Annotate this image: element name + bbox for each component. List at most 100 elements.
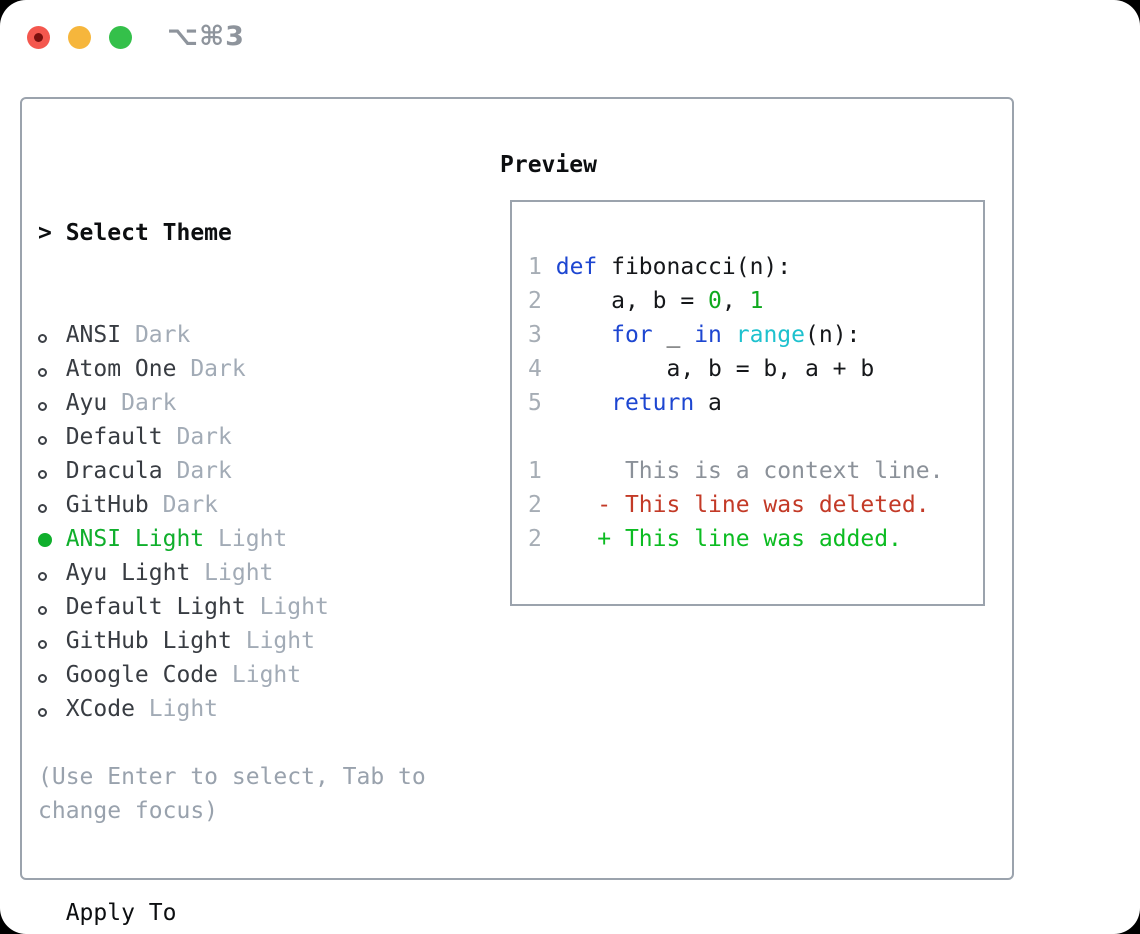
code-token-num: 0 [708, 288, 722, 314]
code-token-plain: a, b = b, a + b [555, 356, 875, 382]
radio-unselected-icon [38, 334, 47, 343]
theme-variant-tag: Dark [134, 322, 191, 348]
theme-name: ANSI Light [65, 526, 205, 552]
theme-name: ANSI [65, 322, 122, 348]
theme-option-ansi-light[interactable]: ANSI Light Light [38, 522, 329, 556]
theme-option-xcode[interactable]: XCode Light [38, 692, 329, 726]
theme-variant-tag: Dark [121, 390, 177, 416]
theme-variant-tag: Light [204, 560, 274, 586]
theme-option-default[interactable]: Default Dark [38, 420, 329, 454]
theme-option-github[interactable]: GitHub Dark [38, 488, 329, 522]
preview-line: 1 This is a context line. [528, 454, 943, 488]
theme-name: GitHub Light [65, 628, 232, 654]
theme-variant-tag: Light [259, 594, 329, 620]
theme-option-default-light[interactable]: Default Light Light [38, 590, 329, 624]
theme-variant-tag: Light [245, 628, 315, 654]
theme-variant-tag: Light [218, 526, 288, 552]
preview-line: 3 for _ in range(n): [528, 318, 943, 352]
theme-name: Default Light [65, 594, 246, 620]
radio-unselected-icon [38, 402, 47, 411]
line-number: 1 [528, 254, 542, 280]
theme-name: Google Code [65, 662, 219, 688]
theme-name: Default [65, 424, 163, 450]
line-number: 1 [528, 458, 542, 484]
code-token-kw: for [611, 322, 653, 348]
zoom-button[interactable] [109, 26, 132, 49]
line-number: 4 [528, 356, 542, 382]
keyboard-hint: (Use Enter to select, Tab to change focu… [38, 764, 426, 824]
theme-variant-tag: Dark [190, 356, 246, 382]
radio-selected-icon [38, 533, 52, 547]
theme-name: Ayu [65, 390, 108, 416]
radio-unselected-icon [38, 640, 47, 649]
theme-option-ansi[interactable]: ANSI Dark [38, 318, 329, 352]
unsaved-dot-icon [34, 33, 43, 42]
theme-variant-tag: Dark [162, 492, 219, 518]
code-token-kw: return [611, 390, 695, 416]
radio-unselected-icon [38, 606, 47, 615]
theme-name: XCode [65, 696, 135, 722]
theme-variant-tag: Dark [176, 458, 232, 484]
radio-unselected-icon [38, 470, 47, 479]
preview-line: 2 - This line was deleted. [528, 488, 943, 522]
theme-name: Atom One [65, 356, 177, 382]
selection-caret-icon: > [38, 220, 66, 246]
theme-option-atom-one[interactable]: Atom One Dark [38, 352, 329, 386]
code-token-plain: fibonacci(n): [597, 254, 792, 280]
code-token-plain: a, b = [555, 288, 709, 314]
theme-name: GitHub [65, 492, 149, 518]
theme-option-ayu-light[interactable]: Ayu Light Light [38, 556, 329, 590]
theme-variant-tag: Light [148, 696, 219, 722]
theme-variant-tag: Dark [176, 424, 232, 450]
close-button[interactable] [27, 26, 50, 49]
code-token-plain: a [694, 390, 722, 416]
preview-header: Preview [500, 152, 597, 178]
theme-option-google-code[interactable]: Google Code Light [38, 658, 329, 692]
select-theme-title: Select Theme [65, 220, 232, 246]
radio-unselected-icon [38, 368, 47, 377]
apply-to-header: Apply To [65, 900, 177, 926]
radio-unselected-icon [38, 708, 47, 717]
code-token-context: This is a context line. [555, 458, 944, 484]
code-token-plain: _ [652, 322, 695, 348]
preview-line: 2 a, b = 0, 1 [528, 284, 943, 318]
code-token-plain [722, 322, 736, 348]
code-token-num: 1 [749, 288, 764, 314]
radio-unselected-icon [38, 436, 47, 445]
radio-unselected-icon [38, 504, 47, 513]
window-title: ⌥⌘3 [167, 21, 245, 52]
code-token-kw: def [555, 254, 598, 280]
radio-unselected-icon [38, 572, 47, 581]
code-token-kw: in [694, 322, 722, 348]
theme-name: Ayu Light [65, 560, 191, 586]
line-number: 3 [528, 322, 542, 348]
theme-option-ayu[interactable]: Ayu Dark [38, 386, 329, 420]
code-token-plain: , [721, 288, 750, 314]
code-token-plain: (n): [805, 322, 861, 348]
code-token-plain [556, 322, 611, 348]
preview-blank-line [528, 420, 943, 454]
radio-unselected-icon [38, 674, 47, 683]
preview-line: 1 def fibonacci(n): [528, 250, 943, 284]
theme-variant-tag: Light [231, 662, 302, 688]
code-token-builtin: range [735, 322, 806, 348]
line-number: 2 [528, 492, 542, 518]
preview-line: 5 return a [528, 386, 943, 420]
theme-option-dracula[interactable]: Dracula Dark [38, 454, 329, 488]
code-token-deleted: - This line was deleted. [555, 492, 930, 518]
traffic-lights [27, 26, 132, 49]
line-number: 2 [528, 526, 542, 552]
line-number: 2 [528, 288, 542, 314]
theme-name: Dracula [65, 458, 163, 484]
theme-option-github-light[interactable]: GitHub Light Light [38, 624, 329, 658]
line-number: 5 [528, 390, 542, 416]
minimize-button[interactable] [68, 26, 91, 49]
preview-line: 4 a, b = b, a + b [528, 352, 943, 386]
code-token-added: + This line was added. [555, 526, 902, 552]
